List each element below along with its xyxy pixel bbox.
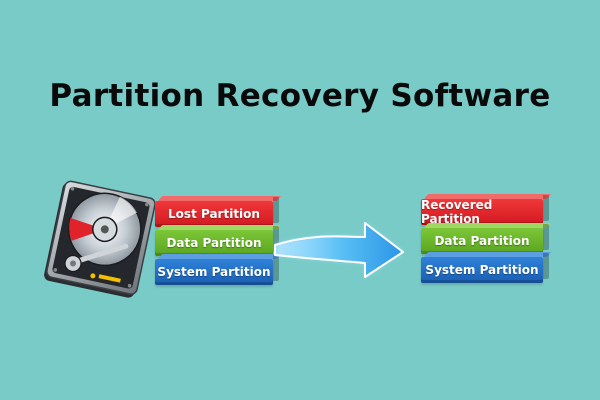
partition-label: System Partition bbox=[157, 265, 271, 279]
data-partition-block: Data Partition bbox=[421, 224, 549, 254]
hard-drive-icon bbox=[44, 180, 155, 298]
left-partition-stack: Lost Partition Data Partition System Par… bbox=[155, 197, 279, 288]
partition-label: Lost Partition bbox=[168, 207, 260, 221]
page-title: Partition Recovery Software bbox=[49, 78, 551, 114]
partition-label: Data Partition bbox=[434, 234, 530, 248]
partition-label: Data Partition bbox=[166, 236, 262, 250]
system-partition-block: System Partition bbox=[421, 253, 549, 283]
lost-partition-block: Lost Partition bbox=[155, 197, 279, 227]
recovered-partition-block: Recovered Partition bbox=[421, 195, 549, 226]
partition-label: Recovered Partition bbox=[421, 198, 493, 226]
data-partition-block: Data Partition bbox=[155, 226, 279, 256]
partition-label: System Partition bbox=[425, 263, 539, 277]
system-partition-block: System Partition bbox=[155, 255, 279, 285]
arrow-right-icon bbox=[274, 222, 404, 278]
right-partition-stack: Recovered Partition Data Partition Syste… bbox=[421, 195, 549, 286]
